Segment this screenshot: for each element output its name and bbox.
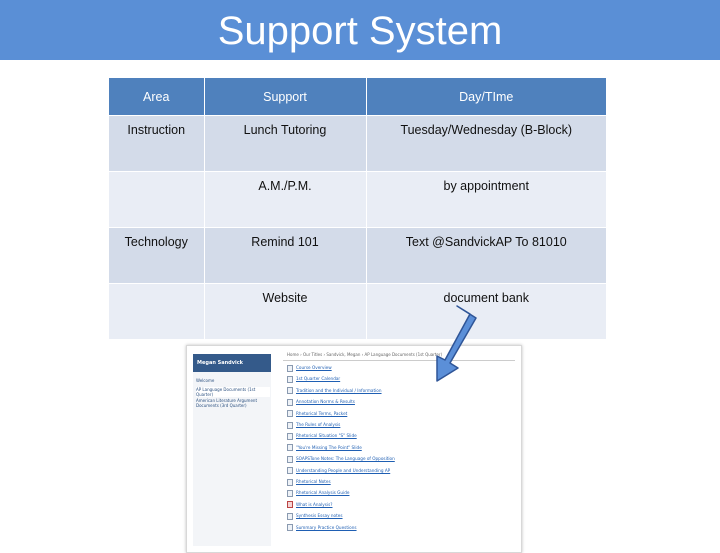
arrow-graphic	[436, 305, 477, 382]
sidebar-item-welcome[interactable]: Welcome	[196, 378, 215, 383]
document-link[interactable]: Course Overview	[287, 364, 332, 372]
table-row: A.M./P.M. by appointment	[109, 171, 606, 228]
document-icon	[287, 364, 293, 372]
document-icon	[287, 524, 293, 532]
pointer-arrow-icon	[436, 305, 477, 382]
document-link-label[interactable]: Annotation Norms & Results	[296, 399, 355, 405]
document-link[interactable]: Rhetorical Analysis Guide	[287, 489, 349, 497]
cell-day-time: Text @SandvickAP To 81010	[366, 227, 606, 284]
document-link[interactable]: Rhetorical Situation "S" Slide	[287, 432, 357, 440]
document-icon	[287, 398, 293, 406]
document-icon	[287, 410, 293, 418]
header-support: Support	[204, 78, 367, 116]
document-link-label[interactable]: Synthesis Essay notes	[296, 513, 343, 519]
website-breadcrumb: Home › Our Titles › Sandvick, Megan › AP…	[287, 352, 443, 357]
website-screenshot: Megan Sandvick Welcome AP Language Docum…	[186, 345, 522, 553]
cell-day-time: Tuesday/Wednesday (B-Block)	[366, 115, 606, 172]
document-link-label[interactable]: Understanding People and Understanding A…	[296, 467, 391, 473]
document-link[interactable]: Annotation Norms & Results	[287, 398, 355, 406]
cell-area	[109, 171, 205, 228]
document-link-label[interactable]: Rhetorical Notes	[296, 479, 331, 484]
document-icon	[287, 387, 293, 395]
document-link-label[interactable]: SOAPSTone Notes: The Language of Opposit…	[296, 456, 395, 462]
table-row: Website document bank	[109, 283, 606, 339]
cell-support: Remind 101	[204, 227, 367, 284]
document-link-label[interactable]: Rhetorical Analysis Guide	[296, 490, 350, 496]
document-link[interactable]: Rhetorical Notes	[287, 478, 331, 486]
document-link[interactable]: Summary Practice Questions	[287, 524, 357, 532]
website-divider	[283, 360, 515, 361]
cell-area	[109, 283, 205, 339]
document-link[interactable]: What is Analysis?	[287, 501, 333, 509]
document-icon	[287, 478, 293, 486]
cell-area: Technology	[109, 227, 205, 284]
document-link[interactable]: 1st Quarter Calendar	[287, 375, 340, 383]
document-link-label[interactable]: Tradition and the Individual / Informati…	[296, 387, 382, 393]
website-sidebar: Megan Sandvick Welcome AP Language Docum…	[193, 354, 271, 546]
document-link-label[interactable]: Course Overview	[296, 365, 332, 370]
title-bar: Support System	[0, 0, 720, 60]
document-icon	[287, 501, 293, 509]
header-day-time: Day/TIme	[366, 78, 606, 116]
document-link-label[interactable]: What is Analysis?	[296, 501, 333, 507]
document-icon	[287, 375, 293, 383]
document-icon	[287, 489, 293, 497]
document-link[interactable]: Understanding People and Understanding A…	[287, 467, 390, 475]
document-link[interactable]: "You're Missing The Point" Slide	[287, 444, 362, 452]
table-row: Instruction Lunch Tutoring Tuesday/Wedne…	[109, 115, 606, 172]
document-icon	[287, 432, 293, 440]
document-link[interactable]: Synthesis Essay notes	[287, 512, 343, 520]
document-icon	[287, 455, 293, 463]
support-table: Area Support Day/TIme Instruction Lunch …	[109, 78, 606, 339]
document-link[interactable]: SOAPSTone Notes: The Language of Opposit…	[287, 455, 395, 463]
document-icon	[287, 421, 293, 429]
document-link[interactable]: Tradition and the Individual / Informati…	[287, 387, 382, 395]
cell-support: A.M./P.M.	[204, 171, 367, 228]
sidebar-item-ap-language[interactable]: AP Language Documents (1st Quarter)	[196, 387, 270, 397]
header-area: Area	[109, 78, 205, 116]
document-link[interactable]: Rhetorical Terms, Packet	[287, 410, 347, 418]
cell-support: Website	[204, 283, 367, 339]
slide-title: Support System	[217, 9, 503, 53]
website-site-name: Megan Sandvick	[193, 354, 271, 372]
document-link-label[interactable]: 1st Quarter Calendar	[296, 376, 341, 382]
document-icon	[287, 512, 293, 520]
document-link-label[interactable]: Summary Practice Questions	[296, 524, 357, 530]
document-link[interactable]: The Rules of Analysis	[287, 421, 340, 429]
document-icon	[287, 467, 293, 475]
document-link-label[interactable]: "You're Missing The Point" Slide	[296, 444, 362, 450]
document-icon	[287, 444, 293, 452]
cell-day-time: document bank	[366, 283, 606, 339]
cell-day-time: by appointment	[366, 171, 606, 228]
table-row: Technology Remind 101 Text @SandvickAP T…	[109, 227, 606, 284]
cell-area: Instruction	[109, 115, 205, 172]
document-link-label[interactable]: Rhetorical Situation "S" Slide	[296, 433, 357, 439]
document-link-label[interactable]: Rhetorical Terms, Packet	[296, 410, 348, 416]
sidebar-item-american-literature[interactable]: American Literature Argument Documents (…	[196, 398, 258, 408]
document-link-label[interactable]: The Rules of Analysis	[296, 422, 341, 427]
cell-support: Lunch Tutoring	[204, 115, 367, 172]
table-header-row: Area Support Day/TIme	[109, 78, 606, 116]
